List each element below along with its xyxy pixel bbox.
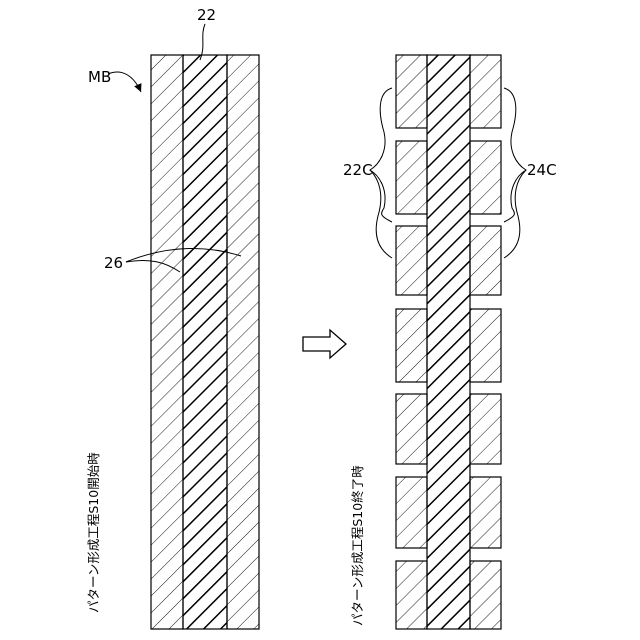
segment-right [470,394,501,464]
segment-right [470,309,501,382]
brace-group-24c [504,88,526,258]
segment-left [396,309,427,382]
segment-left [396,477,427,548]
segment-left [396,226,427,295]
label-22c: 22C [343,161,373,179]
left-segments-22c [396,55,427,629]
label-22: 22 [197,6,216,24]
label-mb: MB [88,68,111,86]
segment-right [470,226,501,295]
segment-right [470,561,501,629]
label-26: 26 [104,254,123,272]
right-laminate [396,55,501,629]
brace-22c-lower [370,170,392,258]
left-center-layer-22 [183,55,227,629]
left-laminate [151,55,259,629]
brace-24c-lower [504,170,526,258]
segment-right [470,55,501,128]
leader-mb-arrow [108,72,141,92]
caption-right: パターン形成工程S10終了時 [350,465,365,626]
segment-right [470,141,501,214]
segment-left [396,394,427,464]
segment-right [470,477,501,548]
right-center-layer [427,55,470,629]
process-arrow-icon [303,330,346,358]
left-outer-layer-right [227,55,259,629]
segment-left [396,55,427,128]
right-segments-24c [470,55,501,629]
segment-left [396,141,427,214]
brace-group-22c [370,88,392,258]
caption-left: パターン形成工程S10開始時 [86,452,101,613]
left-outer-layer-left [151,55,183,629]
label-24c: 24C [527,161,557,179]
segment-left [396,561,427,629]
